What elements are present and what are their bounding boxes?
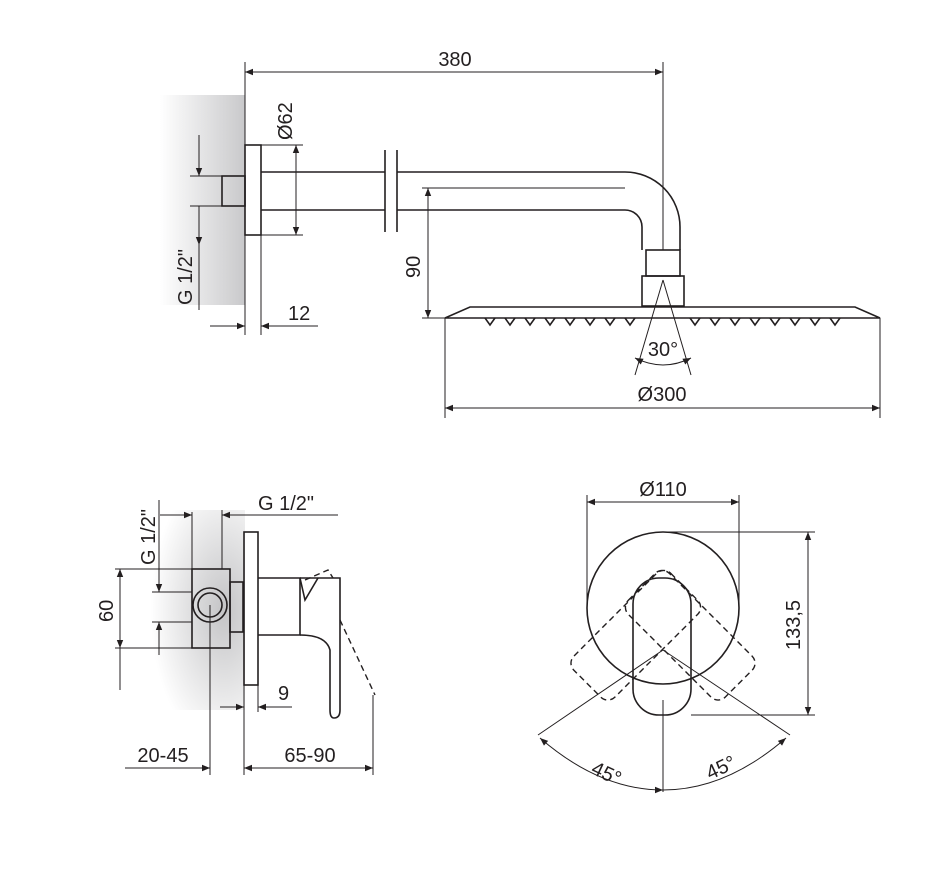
wall-flange bbox=[244, 144, 262, 236]
projection-label: 65-90 bbox=[284, 745, 335, 767]
angle-right-label: 45° bbox=[703, 752, 740, 785]
plate-offset-label: 9 bbox=[278, 683, 289, 705]
length-label: 380 bbox=[438, 49, 471, 71]
wall-shading bbox=[160, 95, 245, 305]
vertical-thread-label: G 1/2" bbox=[138, 509, 160, 565]
height-label: 133,5 bbox=[783, 600, 805, 650]
shower-arm-view: 30° 380 Ø62 G 1/2" 12 90 Ø300 bbox=[160, 49, 881, 418]
flange-depth-label: 12 bbox=[288, 303, 310, 325]
head-diameter-label: Ø300 bbox=[638, 384, 687, 406]
plate-diameter-label: Ø110 bbox=[639, 479, 686, 501]
mixer-body bbox=[258, 577, 301, 636]
wall-depth-label: 20-45 bbox=[137, 745, 188, 767]
thread-label: G 1/2" bbox=[175, 249, 197, 305]
cover-plate bbox=[243, 531, 259, 686]
spray-angle-label: 30° bbox=[648, 339, 678, 361]
mixer-side-view: G 1/2" G 1/2" 60 9 20-45 65-90 bbox=[96, 493, 376, 775]
drop-label: 90 bbox=[403, 256, 425, 278]
lever-alt-position bbox=[304, 569, 376, 696]
thread-connector bbox=[221, 175, 246, 207]
lever-rotated-right bbox=[570, 569, 702, 701]
height-label: 60 bbox=[96, 600, 118, 622]
angle-left-label: 45° bbox=[588, 758, 625, 791]
mixer-front-view: Ø110 133,5 45° 45° bbox=[537, 479, 815, 794]
head-connector bbox=[641, 275, 685, 307]
cover-plate bbox=[586, 531, 740, 685]
nozzles bbox=[484, 317, 841, 327]
break-lines bbox=[384, 150, 398, 232]
lever-rotated-left bbox=[624, 569, 756, 701]
swivel-joint bbox=[645, 249, 681, 277]
arm-pipe bbox=[261, 171, 681, 250]
lever-handle bbox=[632, 577, 692, 716]
horizontal-thread-label: G 1/2" bbox=[258, 493, 314, 515]
shower-head bbox=[444, 306, 881, 319]
flange-diameter-label: Ø62 bbox=[275, 102, 297, 140]
